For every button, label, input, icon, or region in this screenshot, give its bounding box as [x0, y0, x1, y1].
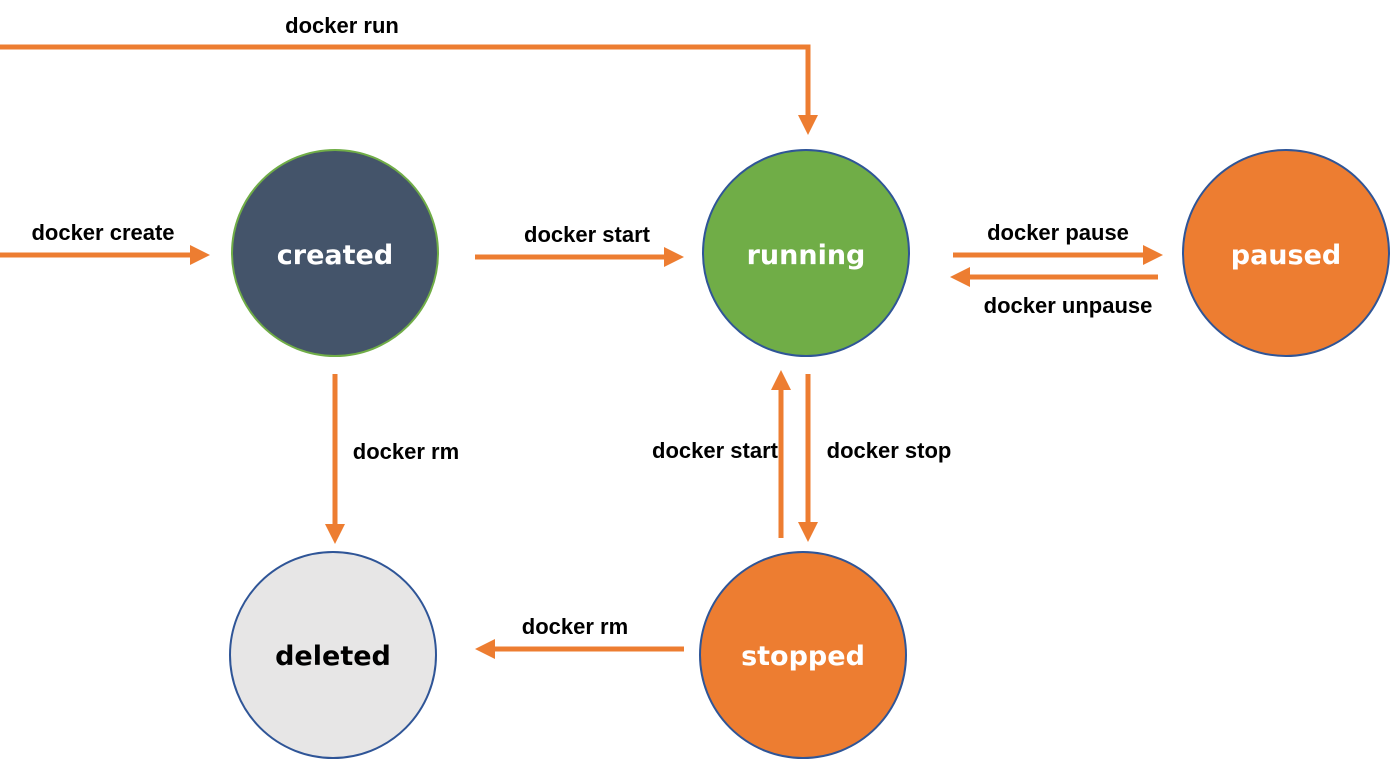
state-running: running: [702, 149, 910, 357]
state-deleted-circle: [229, 551, 437, 759]
state-stopped-label: stopped: [741, 641, 865, 672]
label-docker-stop: docker stop: [827, 438, 952, 463]
label-docker-rm-stopped: docker rm: [522, 614, 628, 639]
state-stopped-circle: [699, 551, 907, 759]
state-deleted: deleted: [229, 551, 437, 759]
state-running-circle: [702, 149, 910, 357]
label-docker-unpause: docker unpause: [984, 293, 1153, 318]
state-stopped: stopped: [699, 551, 907, 759]
state-running-label: running: [747, 240, 866, 271]
state-created-circle: [231, 149, 439, 357]
label-docker-start-stopped: docker start: [652, 438, 779, 463]
state-deleted-label: deleted: [275, 641, 391, 672]
state-created: created: [231, 149, 439, 357]
label-docker-pause: docker pause: [987, 220, 1129, 245]
arrow-docker-run: [0, 44, 818, 135]
label-docker-start-created: docker start: [524, 222, 651, 247]
label-docker-rm-created: docker rm: [353, 439, 459, 464]
state-paused: paused: [1182, 149, 1390, 357]
state-paused-circle: [1182, 149, 1390, 357]
label-docker-create: docker create: [31, 220, 174, 245]
label-docker-run: docker run: [285, 13, 399, 38]
state-paused-label: paused: [1231, 240, 1341, 271]
state-created-label: created: [277, 240, 393, 271]
